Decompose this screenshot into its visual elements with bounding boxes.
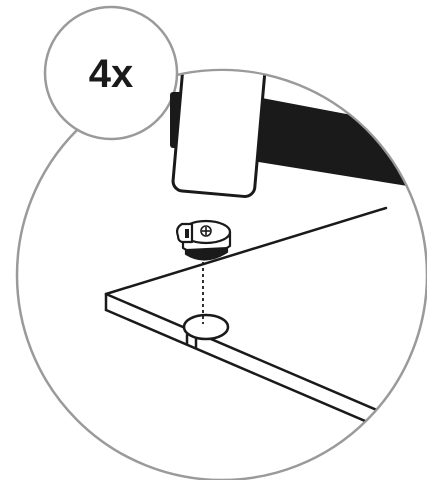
count-badge: 4x bbox=[43, 5, 179, 141]
count-badge-circle bbox=[43, 5, 179, 141]
cam-lock-fitting-icon bbox=[176, 219, 232, 261]
quantity-label: 4x bbox=[89, 52, 134, 96]
hammer-icon bbox=[170, 71, 420, 198]
board-panel-icon bbox=[104, 206, 402, 438]
